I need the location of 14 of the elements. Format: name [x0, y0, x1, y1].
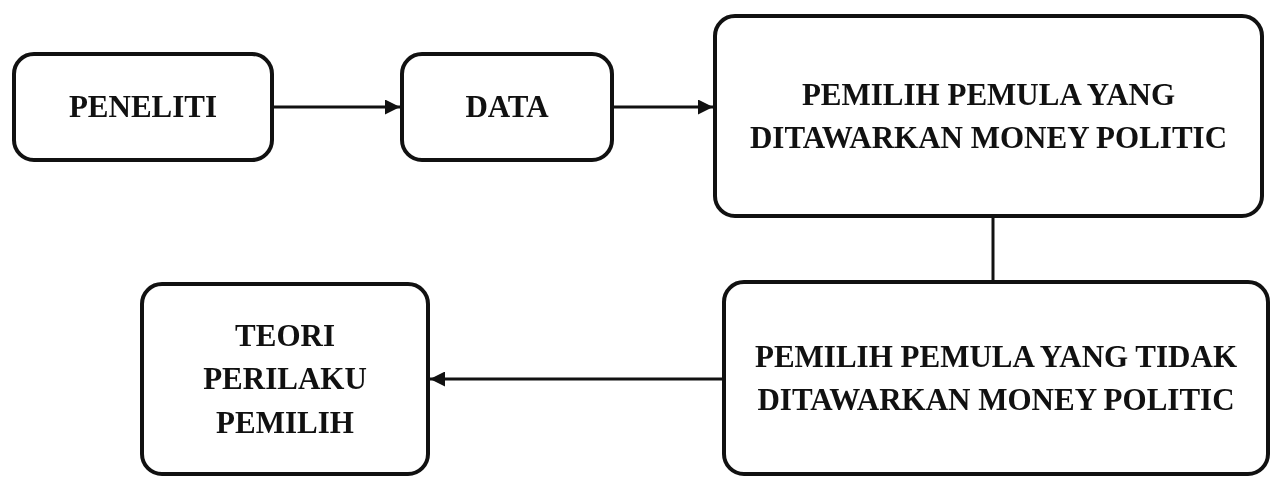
process-box	[722, 280, 1270, 476]
arrow	[274, 99, 400, 115]
process-box	[12, 52, 274, 162]
process-box	[713, 14, 1264, 218]
box-label: PENELITI	[68, 88, 218, 127]
box-label: TEORI PERILAKU PEMILIH	[202, 316, 368, 442]
box-label: PEMILIH PEMULA YANG DITAWARKAN MONEY POLITIC	[748, 75, 1229, 157]
arrow	[430, 371, 722, 387]
box-label: DATA	[465, 88, 549, 127]
connector-line	[991, 218, 995, 280]
arrow	[614, 99, 713, 115]
box-label: PEMILIH PEMULA YANG TIDAK DITAWARKAN MONEY POLITIC	[754, 337, 1238, 419]
process-box	[140, 282, 430, 476]
process-box	[400, 52, 614, 162]
